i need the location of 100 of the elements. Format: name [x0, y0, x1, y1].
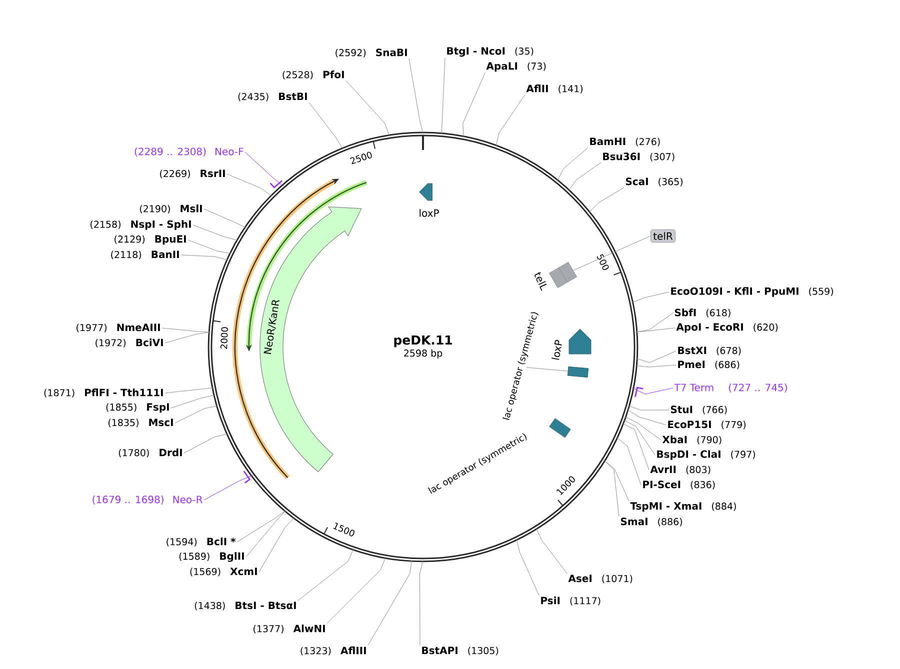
site-label: (2269) RsrII	[160, 170, 225, 178]
scale-label: 500	[596, 254, 609, 270]
leader-line	[496, 94, 526, 148]
leader-line	[603, 460, 620, 517]
site-label: Bsu36I (307)	[603, 152, 674, 162]
site-label: (1589) BglII	[179, 552, 244, 562]
site-label: StuI (766)	[670, 406, 727, 414]
leader-line	[631, 292, 670, 303]
leader-line	[622, 423, 650, 470]
site-label: PmeI (686)	[678, 360, 740, 370]
primer-label: (1679 .. 1698) Neo-R	[92, 496, 203, 504]
leader-line	[326, 556, 386, 624]
leader-line	[635, 328, 676, 332]
site-label: EcoO109I - KflI - PpuMI (559)	[671, 287, 834, 297]
leader-line	[258, 516, 296, 572]
scale-label: 1500	[333, 522, 354, 536]
leader-line	[192, 224, 239, 241]
leader-line	[162, 328, 211, 332]
leader-line	[568, 162, 602, 192]
site-label: SbfI (618)	[674, 308, 730, 318]
site-label: BtgI - NcoI (35)	[447, 47, 534, 57]
site-label: PsiI (1117)	[541, 596, 600, 606]
site-label: (1855) FspI	[106, 403, 169, 413]
leader-line	[556, 147, 588, 182]
leader-line	[244, 152, 284, 186]
leader-line	[603, 460, 630, 502]
site-label: (1438) BtsI - BtsαI	[194, 602, 296, 610]
scale-label: 2000	[220, 327, 228, 349]
site-label: (1377) AlwNI	[254, 624, 325, 634]
leader-line	[180, 254, 229, 261]
leader-line	[368, 559, 412, 646]
leader-line	[573, 236, 651, 271]
site-label: (2129) BpuEI	[114, 235, 186, 245]
site-label: (1972) BciVI	[96, 338, 163, 348]
site-label: AflII (141)	[526, 84, 583, 94]
leader-line	[170, 394, 216, 408]
feature-box	[567, 366, 589, 378]
leader-line	[419, 560, 424, 646]
leader-line	[635, 312, 674, 332]
leader-line	[308, 102, 344, 150]
site-label: (1594) BclI *	[166, 538, 236, 546]
site-label: SmaI (886)	[620, 518, 682, 526]
site-label: (2118) BanII	[111, 250, 179, 260]
leader-line	[204, 208, 247, 228]
leader-line	[462, 72, 486, 138]
feature-label: loxP	[420, 209, 439, 217]
leader-line	[616, 436, 642, 486]
feature-label: telL	[534, 272, 547, 291]
site-label: ScaI (365)	[626, 178, 683, 186]
site-label: TspMI - XmaI (884)	[630, 502, 736, 512]
site-label: BspDI - ClaI (797)	[657, 450, 756, 460]
leader-line	[516, 538, 540, 596]
feature-label: loxP	[552, 340, 562, 360]
primer-label: T7 Term (727 .. 745)	[674, 384, 787, 392]
site-label: ApoI - EcoRI (620)	[676, 323, 778, 333]
scale-label: 2500	[350, 152, 372, 164]
site-label: ApaLI (73)	[486, 62, 546, 72]
leader-line	[164, 332, 211, 344]
leader-line	[526, 367, 568, 372]
leader-line	[635, 350, 676, 363]
leader-line	[184, 433, 229, 454]
leader-line	[624, 416, 662, 440]
site-label: (1871) PflFI - Tth111I	[44, 388, 163, 398]
leader-line	[626, 409, 666, 426]
leader-line	[188, 240, 232, 254]
leader-line	[246, 510, 286, 558]
primer-label: (2289 .. 2308) Neo-F	[134, 148, 244, 156]
site-label: AvrII (803)	[650, 466, 710, 474]
site-label: (2190) MslI	[140, 204, 202, 214]
leader-line	[236, 510, 286, 542]
site-label: (2158) NspI - SphI	[90, 220, 191, 230]
leader-line	[628, 405, 670, 410]
leader-line	[588, 187, 624, 214]
site-label: (1323) AflIII	[300, 646, 366, 656]
site-label: (1977) NmeAIII	[76, 324, 160, 332]
site-label: (2528) PfoI	[282, 70, 344, 80]
leader-line	[408, 58, 424, 134]
site-label: PI-SceI (836)	[643, 480, 715, 490]
leader-line	[634, 364, 676, 368]
site-label: (2592) SnaBI	[336, 48, 407, 58]
leader-line	[622, 420, 656, 456]
site-label: BamHI (276)	[590, 138, 660, 146]
leader-line	[174, 405, 218, 424]
feature-tag: telR	[650, 229, 676, 243]
leader-line	[346, 80, 390, 137]
site-label: BstXI (678)	[678, 346, 741, 356]
leader-line	[204, 474, 254, 500]
site-label: (1780) DrdI	[118, 448, 182, 458]
site-label: (1835) MscI	[108, 418, 173, 428]
site-label: (2435) BstBI	[238, 92, 307, 102]
leader-line	[441, 58, 446, 136]
site-label: EcoP15I (779)	[668, 420, 746, 430]
leader-line	[226, 174, 273, 197]
site-label: (1569) XcmI	[190, 568, 257, 576]
site-label: XbaI (790)	[662, 436, 722, 444]
site-label: AseI (1071)	[568, 574, 632, 584]
site-label: BstAPI (1305)	[422, 646, 498, 656]
leader-line	[632, 387, 674, 394]
leader-line	[164, 387, 214, 394]
leader-line	[536, 527, 568, 574]
